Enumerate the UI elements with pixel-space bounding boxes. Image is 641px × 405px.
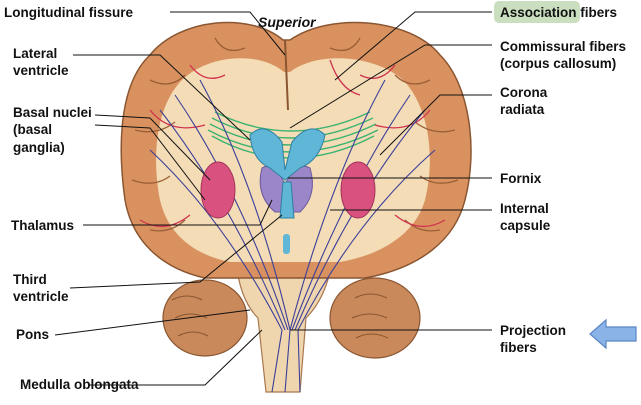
leader-lines — [54, 11, 492, 386]
longitudinal-fissure-line — [284, 39, 289, 111]
label-corona-radiata: Corona radiata — [500, 84, 547, 119]
label-line: (corpus callosum) — [500, 56, 617, 72]
basal-nuclei-left — [200, 161, 236, 219]
label-line: Commissural fibers — [500, 39, 627, 54]
cerebral-aqueduct — [283, 234, 290, 254]
label-line: (basal — [13, 122, 53, 138]
label-pons: Pons — [16, 327, 50, 342]
label-line: Internal — [500, 201, 549, 216]
label-line: ganglia) — [13, 139, 65, 155]
label-line: Third — [13, 272, 47, 287]
label-line: Corona — [500, 85, 548, 100]
cerebellum — [162, 277, 421, 359]
label-line: Basal nuclei — [13, 105, 92, 120]
label-internal-capsule: Internal capsule — [500, 200, 550, 235]
lateral-ventricle-drawing — [249, 128, 326, 181]
label-commissural-fibers: Commissural fibers (corpus callosum) — [500, 38, 626, 73]
label-third-ventricle: Third ventricle — [13, 271, 69, 306]
third-ventricle-drawing — [279, 181, 295, 219]
association-fibers-highlight — [494, 1, 580, 23]
label-projection-fibers: Projection fibers — [500, 322, 566, 357]
label-longitudinal-fissure: Longitudinal fissure — [4, 5, 134, 20]
label-line: ventricle — [13, 289, 69, 305]
label-line: ventricle — [13, 63, 69, 79]
label-association-fibers: Association fibers — [500, 5, 618, 20]
label-lateral-ventricle: Lateral ventricle — [13, 45, 69, 80]
label-line: capsule — [500, 218, 551, 234]
label-medulla-oblongata: Medulla oblongata — [20, 377, 139, 392]
pointer-arrow-icon — [589, 318, 637, 350]
label-line: Lateral — [13, 46, 58, 61]
orientation-label: Superior — [258, 14, 316, 30]
association-fibers-drawing — [139, 59, 446, 227]
label-line: Projection — [500, 323, 567, 338]
basal-nuclei-right — [340, 161, 376, 219]
label-basal-nuclei: Basal nuclei (basal ganglia) — [13, 104, 92, 156]
label-line: fibers — [500, 340, 537, 356]
label-fornix: Fornix — [500, 171, 542, 186]
label-line: radiata — [500, 102, 545, 118]
label-thalamus: Thalamus — [11, 218, 75, 233]
